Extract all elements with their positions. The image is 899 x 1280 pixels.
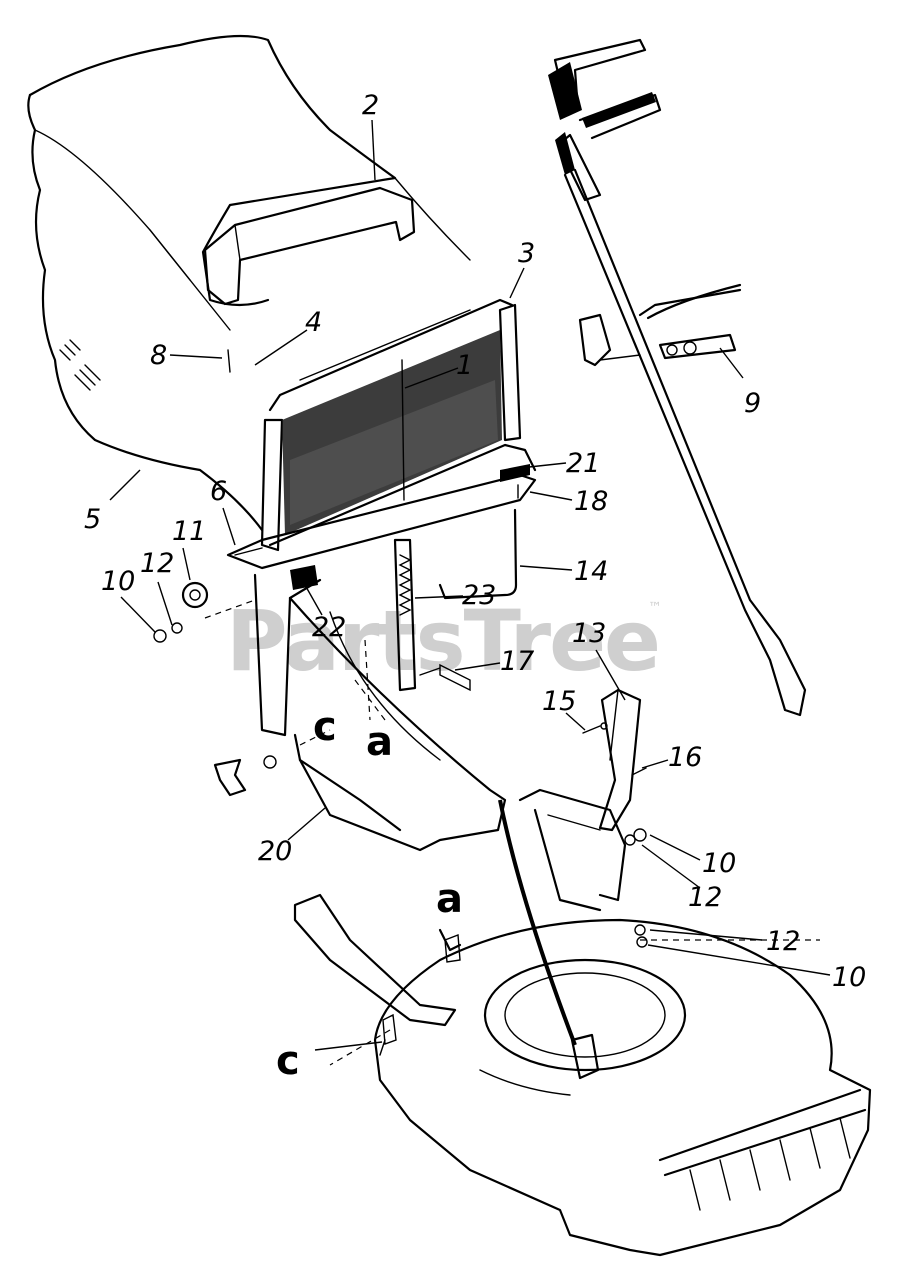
callout-10-right: 10 <box>832 962 866 993</box>
callout-4: 4 <box>305 307 322 338</box>
callout-6: 6 <box>210 476 227 507</box>
callout-labels: 2 3 4 8 1 9 5 6 11 12 10 21 18 14 23 22 … <box>84 90 866 993</box>
rear-flap-bracket <box>518 788 627 912</box>
ref-letter-c-chute: c <box>313 704 337 750</box>
callout-5: 5 <box>84 504 101 535</box>
callout-14: 14 <box>574 556 608 587</box>
callout-10-mid: 10 <box>702 848 736 879</box>
callout-17: 17 <box>500 646 534 677</box>
bracket <box>582 688 647 832</box>
leader-lines <box>109 119 831 1051</box>
ref-letter-c-deck: c <box>276 1038 300 1084</box>
callout-8: 8 <box>150 340 167 371</box>
callout-21: 21 <box>566 448 600 479</box>
control-cable <box>498 799 577 1046</box>
callout-10-left: 10 <box>101 566 135 597</box>
hardware <box>153 349 648 1045</box>
reference-letters: c a a c <box>276 704 463 1084</box>
callout-12-right: 12 <box>766 926 800 957</box>
callout-9: 9 <box>744 388 761 419</box>
bag-handle <box>203 186 416 306</box>
callout-22: 22 <box>312 612 346 643</box>
callout-20: 20 <box>258 836 292 867</box>
alignment-lines <box>204 599 820 1066</box>
mower-deck <box>293 893 872 1257</box>
callout-13: 13 <box>572 618 606 649</box>
ref-letter-a-deck: a <box>436 876 463 922</box>
callout-2: 2 <box>362 90 379 121</box>
mower-handle <box>548 38 807 717</box>
callout-1: 1 <box>456 350 473 381</box>
callout-12-mid: 12 <box>688 882 722 913</box>
grass-bag <box>27 34 471 532</box>
callout-11: 11 <box>172 516 206 547</box>
callout-23: 23 <box>462 580 496 611</box>
callout-18: 18 <box>574 486 608 517</box>
watermark-trademark: ™ <box>648 600 662 616</box>
hook-rod <box>438 508 518 600</box>
callout-16: 16 <box>668 742 702 773</box>
callout-15: 15 <box>542 686 576 717</box>
callout-12-left: 12 <box>140 548 174 579</box>
discharge-chute <box>226 473 537 852</box>
callout-3: 3 <box>518 238 535 269</box>
ref-letter-a-chute: a <box>366 719 393 765</box>
bag-frame <box>260 298 537 552</box>
spring <box>398 554 412 616</box>
